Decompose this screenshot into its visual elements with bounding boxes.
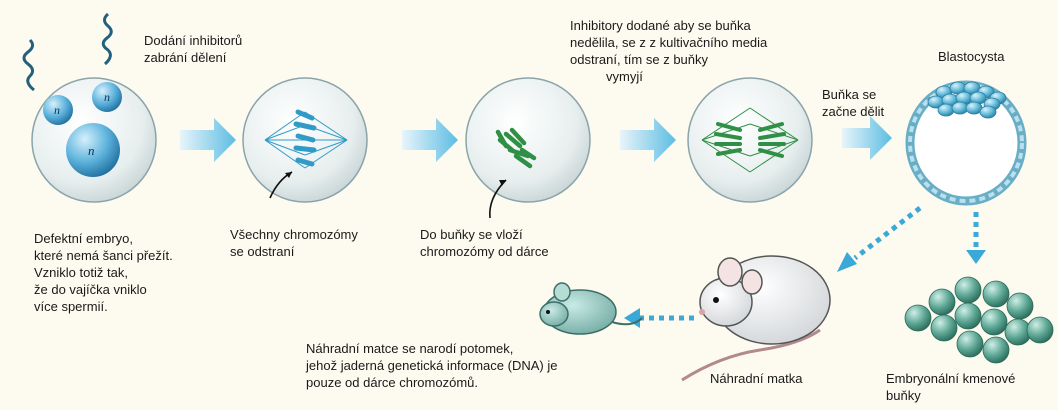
nucleus-label-left: n bbox=[54, 103, 60, 117]
label-cell-divides: Buňka se začne dělit bbox=[822, 87, 885, 119]
stem-cell bbox=[954, 302, 982, 330]
label-inhibitors-washed: Inhibitory dodané aby se buňka nedělila,… bbox=[570, 18, 768, 67]
label-inhibitors-added: Dodání inhibitorů zabrání dělení bbox=[144, 33, 243, 65]
inner-cell-mass-cell bbox=[965, 101, 983, 115]
arrow-right-icon bbox=[620, 118, 676, 162]
sperm-tail-right-icon bbox=[101, 12, 113, 66]
label-remove-chromosomes: Všechny chromozómy se odstraní bbox=[230, 227, 358, 259]
spindle-cell-blue bbox=[242, 77, 368, 203]
label-offspring-born: Náhradní matce se narodí potomek, jehož … bbox=[306, 341, 558, 390]
stem-cell bbox=[954, 276, 982, 304]
stem-cell bbox=[980, 308, 1008, 336]
process-arrows bbox=[180, 116, 892, 162]
nucleus-label-right: n bbox=[104, 90, 110, 104]
embryonic-stem-cells bbox=[904, 276, 1054, 364]
label-surrogate-mother: Náhradní matka bbox=[710, 371, 803, 386]
surrogate-mother-mouse-icon bbox=[681, 255, 831, 382]
arrow-right-icon bbox=[842, 116, 892, 160]
stem-cell bbox=[982, 336, 1010, 364]
stem-cell bbox=[928, 288, 956, 316]
nucleus-small-right bbox=[92, 82, 122, 112]
stem-cell bbox=[956, 330, 984, 358]
blastocyst bbox=[905, 80, 1027, 206]
stem-cell bbox=[1026, 316, 1054, 344]
stem-cell bbox=[1006, 292, 1034, 320]
inner-cell-mass-cell bbox=[979, 105, 997, 119]
chromosomes-green-separating bbox=[714, 122, 786, 158]
chromosomes-blue bbox=[293, 109, 317, 167]
chromosomes-green bbox=[495, 127, 537, 169]
nucleus-large bbox=[66, 123, 120, 177]
defective-embryo-cell bbox=[22, 12, 157, 203]
donor-chromosome-cell bbox=[465, 77, 591, 219]
sperm-tail-left-icon bbox=[22, 38, 35, 92]
dotted-arrow-to-mother bbox=[853, 206, 922, 260]
offspring-mouse-icon bbox=[539, 282, 643, 335]
label-defective-embryo: Defektní embryo, které nemá šanci přežít… bbox=[34, 231, 173, 314]
arrow-right-icon bbox=[180, 118, 236, 162]
inner-cell-mass-cell bbox=[937, 103, 955, 117]
label-embryonic-stem-cells: Embryonální kmenové buňky bbox=[886, 371, 1016, 403]
spindle-cell-green bbox=[687, 77, 813, 203]
arrow-right-icon bbox=[402, 118, 458, 162]
nucleus-label-large: n bbox=[88, 143, 95, 158]
stem-cell bbox=[904, 304, 932, 332]
label-insert-donor-chromosomes: Do buňky se vloží chromozómy od dárce bbox=[420, 227, 549, 259]
label-inhibitors-washed-last: vymyjí bbox=[606, 69, 643, 84]
nucleus-small-left bbox=[43, 95, 73, 125]
stem-cell bbox=[982, 280, 1010, 308]
label-blastocyst: Blastocysta bbox=[938, 49, 1005, 64]
stem-cell bbox=[930, 314, 958, 342]
dotted-arrows bbox=[624, 206, 986, 328]
